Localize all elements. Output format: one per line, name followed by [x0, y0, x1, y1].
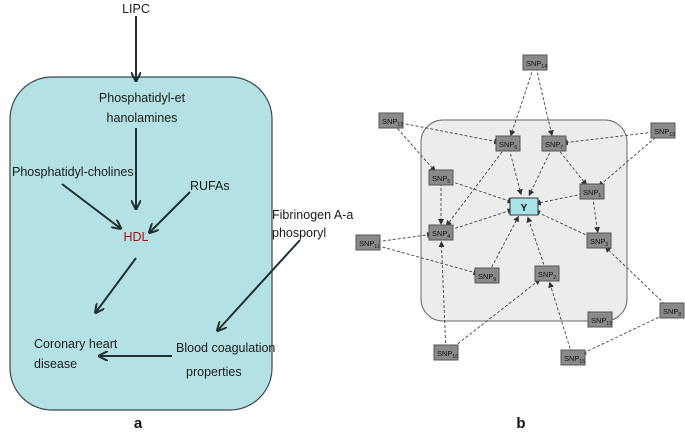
snp-label: SNP1	[583, 188, 601, 199]
center-node-box	[509, 197, 539, 216]
snp-node-4: SNP4	[428, 224, 454, 241]
snp-label: SNP8	[663, 307, 681, 318]
snp-label: SNP14	[526, 59, 547, 70]
center-node-y: Y	[509, 197, 539, 216]
snp-box	[428, 224, 454, 241]
snp-label: SNP12	[382, 117, 403, 128]
snp-label: SNP7	[545, 140, 563, 151]
snp-label: SNP10	[654, 127, 675, 138]
snp-box	[522, 54, 548, 71]
snp-label: SNP11	[359, 239, 380, 250]
snp-node-2: SNP2	[534, 265, 560, 282]
snp-box	[474, 267, 500, 284]
node-pe-line1: Phosphatidyl-et	[99, 91, 186, 105]
snp-box	[560, 349, 586, 366]
snp-label: SNP16	[437, 349, 458, 360]
arrow-pc-to-hdl	[61, 183, 120, 228]
snp-label: SNP9	[478, 272, 496, 283]
edge-snp8-to-snp15	[580, 310, 673, 355]
snp-label: SNP3	[590, 237, 608, 248]
node-hdl: HDL	[123, 230, 148, 244]
snp-label: SNP5	[432, 174, 450, 185]
edge-snp1-to-y	[534, 191, 593, 206]
snp-label: SNP6	[499, 140, 517, 151]
edge-snp15-to-snp2	[548, 281, 574, 359]
snp-box	[579, 183, 605, 200]
panel-b-edges	[367, 62, 673, 359]
snp-box	[650, 122, 676, 139]
snp-label: SNP15	[564, 354, 585, 365]
snp-box	[541, 135, 567, 152]
snp-label: SNP13	[591, 316, 612, 327]
snp-node-6: SNP6	[495, 135, 521, 152]
snp-box	[495, 135, 521, 152]
arrow-fib-to-bcp	[218, 239, 301, 330]
snp-node-5: SNP5	[428, 169, 454, 186]
snp-node-16: SNP16	[433, 344, 459, 361]
snp-label: SNP2	[538, 270, 556, 281]
snp-node-15: SNP15	[560, 349, 586, 366]
node-pc: Phosphatidyl-cholines	[12, 165, 134, 179]
snp-label: SNP4	[432, 229, 450, 240]
center-node-label: Y	[521, 203, 528, 214]
edge-snp10-to-snp1	[598, 130, 664, 187]
panel-a: LIPC Phosphatidyl-et hanolamines Phospha…	[9, 2, 353, 432]
snp-node-7: SNP7	[541, 135, 567, 152]
edge-snp14-to-snp7	[534, 62, 554, 137]
snp-box	[355, 234, 381, 251]
node-pe-line2: hanolamines	[107, 111, 178, 125]
node-bcp-line1: Blood coagulation	[176, 341, 275, 355]
node-chd-line1: Coronary heart	[34, 337, 118, 351]
snp-node-1: SNP1	[579, 183, 605, 200]
snp-node-12: SNP12	[378, 112, 404, 129]
edge-snp6-to-snp4	[445, 143, 509, 227]
edge-snp9-to-y	[486, 215, 519, 277]
arrow-rufas-to-hdl	[150, 191, 191, 232]
snp-node-3: SNP3	[586, 232, 612, 249]
node-rufas: RUFAs	[190, 179, 230, 193]
panel-a-arrows	[61, 16, 301, 356]
arrow-hdl-to-chd	[96, 257, 137, 312]
snp-box	[433, 344, 459, 361]
edge-snp12-to-snp5	[390, 120, 436, 172]
node-lipc: LIPC	[122, 2, 150, 16]
panel-a-letter: a	[134, 415, 143, 432]
panel-b-letter: b	[516, 415, 525, 432]
edge-snp16-to-snp4	[438, 240, 447, 354]
snp-box	[378, 112, 404, 129]
edge-snp12-to-snp6	[390, 120, 501, 145]
snp-box	[659, 302, 685, 319]
snp-box	[534, 265, 560, 282]
panel-b-region	[420, 119, 628, 322]
node-bcp-line2: properties	[186, 365, 242, 379]
edge-snp7-to-snp1	[553, 143, 588, 186]
edge-snp10-to-snp7	[561, 130, 664, 146]
edge-snp6-to-y	[507, 143, 523, 196]
snp-node-14: SNP14	[522, 54, 548, 71]
edge-snp7-to-y	[528, 143, 555, 197]
edge-snp8-to-snp3	[604, 246, 673, 312]
snp-node-10: SNP10	[650, 122, 676, 139]
snp-node-13: SNP13	[587, 311, 613, 328]
node-fibrinogen-line1: Fibrinogen A-a	[272, 208, 353, 222]
node-chd-line2: disease	[34, 357, 77, 371]
snp-box	[586, 232, 612, 249]
snp-box	[428, 169, 454, 186]
snp-box	[587, 311, 613, 328]
panel-a-box	[9, 76, 273, 411]
snp-node-8: SNP8	[659, 302, 685, 319]
edge-snp11-to-snp9	[367, 242, 480, 276]
snp-node-11: SNP11	[355, 234, 381, 251]
node-fibrinogen-line2: phosporyl	[272, 226, 326, 240]
snp-node-9: SNP9	[474, 267, 500, 284]
edge-snp14-to-snp6	[509, 62, 536, 137]
